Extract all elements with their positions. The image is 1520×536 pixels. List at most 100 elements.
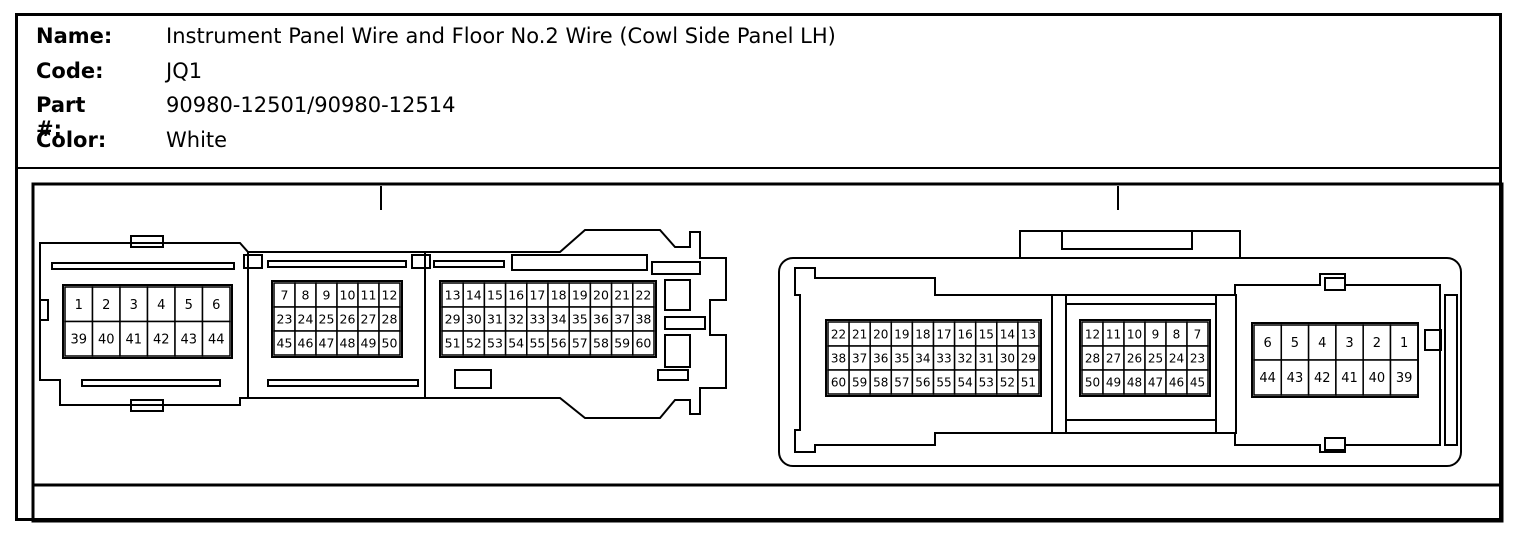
- pin-label: 19: [894, 327, 909, 341]
- pin-label: 51: [445, 336, 461, 351]
- diagram-panel: [31, 182, 1504, 523]
- pin-label: 37: [852, 351, 867, 365]
- pin-label: 54: [958, 375, 973, 389]
- pin-label: 43: [1287, 371, 1304, 386]
- pin-label: 4: [157, 298, 165, 313]
- pin-label: 57: [572, 336, 588, 351]
- pin-label: 20: [593, 288, 609, 303]
- pin-label: 3: [130, 298, 138, 313]
- pin-label: 36: [593, 312, 609, 327]
- pin-cell: [1186, 369, 1209, 395]
- pin-cell: [1335, 359, 1364, 396]
- pin-label: 5: [1291, 336, 1299, 351]
- pin-label: 31: [487, 312, 503, 327]
- pin-label: 17: [529, 288, 545, 303]
- pin-label: 13: [1021, 327, 1036, 341]
- pin-label: 28: [382, 312, 398, 327]
- pin-label: 53: [979, 375, 994, 389]
- pin-label: 47: [1148, 375, 1163, 389]
- pin-cell: [1307, 324, 1337, 361]
- pin-cell: [1389, 359, 1419, 396]
- pin-cell: [146, 286, 176, 323]
- pin-label: 10: [1127, 327, 1142, 341]
- pin-label: 30: [1000, 351, 1015, 365]
- pin-label: 41: [125, 332, 142, 347]
- pin-label: 21: [852, 327, 867, 341]
- pin-cell: [64, 286, 94, 323]
- pin-label: 1: [1400, 336, 1408, 351]
- pin-cell: [1362, 359, 1392, 396]
- pin-label: 11: [361, 288, 377, 303]
- pin-label: 27: [1106, 351, 1121, 365]
- pin-label: 18: [915, 327, 930, 341]
- pin-cell: [632, 330, 655, 356]
- pin-label: 34: [551, 312, 567, 327]
- pin-label: 23: [1190, 351, 1205, 365]
- pin-label: 26: [1127, 351, 1142, 365]
- pin-label: 16: [958, 327, 973, 341]
- pin-cell: [1307, 359, 1337, 396]
- pin-label: 2: [1373, 336, 1381, 351]
- pin-label: 6: [1264, 336, 1272, 351]
- pin-label: 21: [614, 288, 630, 303]
- pin-label: 34: [915, 351, 930, 365]
- pin-cell: [1017, 369, 1040, 395]
- pin-label: 7: [1194, 327, 1202, 341]
- pin-label: 38: [635, 312, 651, 327]
- pin-label: 9: [323, 288, 331, 303]
- pin-label: 48: [340, 336, 356, 351]
- pin-label: 55: [936, 375, 951, 389]
- pin-label: 52: [1000, 375, 1015, 389]
- pin-label: 58: [593, 336, 609, 351]
- pin-label: 45: [277, 336, 293, 351]
- pin-label: 32: [508, 312, 524, 327]
- pin-label: 46: [1169, 375, 1184, 389]
- pin-label: 47: [319, 336, 335, 351]
- pin-label: 35: [894, 351, 909, 365]
- part-number-label: Part #:: [36, 93, 86, 141]
- pin-label: 49: [1106, 375, 1121, 389]
- pin-label: 8: [1173, 327, 1181, 341]
- pin-label: 5: [185, 298, 193, 313]
- pin-label: 15: [979, 327, 994, 341]
- pin-label: 16: [508, 288, 524, 303]
- pin-cell: [378, 330, 401, 356]
- pin-label: 7: [281, 288, 289, 303]
- pin-label: 42: [153, 332, 170, 347]
- pin-label: 43: [180, 332, 197, 347]
- color-label: Color:: [36, 128, 107, 152]
- pin-label: 14: [1000, 327, 1015, 341]
- pin-label: 25: [319, 312, 335, 327]
- pin-label: 44: [1259, 371, 1276, 386]
- pin-label: 41: [1341, 371, 1358, 386]
- pin-label: 45: [1190, 375, 1205, 389]
- pin-label: 15: [487, 288, 503, 303]
- pin-label: 35: [572, 312, 588, 327]
- pin-label: 24: [298, 312, 314, 327]
- pin-label: 46: [298, 336, 314, 351]
- pin-label: 57: [894, 375, 909, 389]
- pin-label: 28: [1085, 351, 1100, 365]
- pin-label: 56: [915, 375, 930, 389]
- pin-label: 49: [361, 336, 377, 351]
- pin-label: 2: [102, 298, 110, 313]
- pin-label: 55: [529, 336, 545, 351]
- pin-label: 14: [466, 288, 482, 303]
- pin-label: 52: [466, 336, 482, 351]
- pin-label: 6: [212, 298, 220, 313]
- name-value: Instrument Panel Wire and Floor No.2 Wir…: [166, 24, 836, 48]
- pin-label: 19: [572, 288, 588, 303]
- pin-label: 29: [445, 312, 461, 327]
- pin-label: 42: [1314, 371, 1331, 386]
- color-value: White: [166, 128, 228, 152]
- pin-label: 44: [208, 332, 225, 347]
- left-connector: [39, 229, 727, 419]
- pin-label: 48: [1127, 375, 1142, 389]
- pin-label: 4: [1318, 336, 1326, 351]
- pin-label: 12: [1085, 327, 1100, 341]
- pin-label: 1: [75, 298, 83, 313]
- pin-label: 56: [551, 336, 567, 351]
